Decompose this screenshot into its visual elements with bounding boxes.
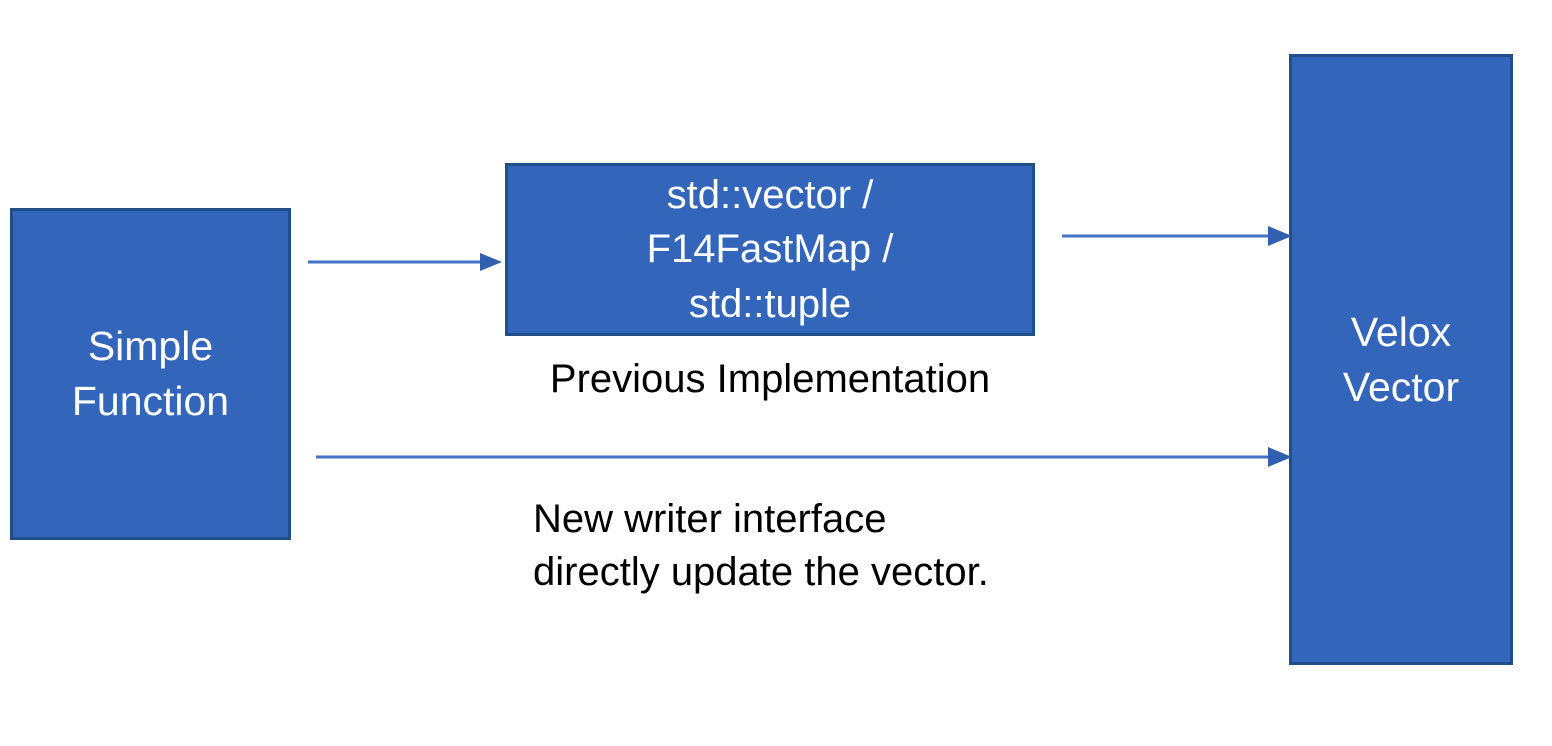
- caption-previous-implementation: Previous Implementation: [549, 357, 991, 401]
- box-simple-function: Simple Function: [10, 208, 291, 540]
- box-velox-vector: Velox Vector: [1289, 54, 1513, 665]
- caption-new-writer-interface: New writer interface directly update the…: [533, 497, 989, 594]
- box-previous-implementation: std::vector / F14FastMap / std::tuple: [505, 163, 1035, 336]
- arrow-previous-impl-to-velox-vector: [1060, 224, 1292, 248]
- arrow-simple-function-to-velox-vector: [314, 445, 1292, 469]
- arrow-simple-function-to-previous-impl: [306, 250, 502, 274]
